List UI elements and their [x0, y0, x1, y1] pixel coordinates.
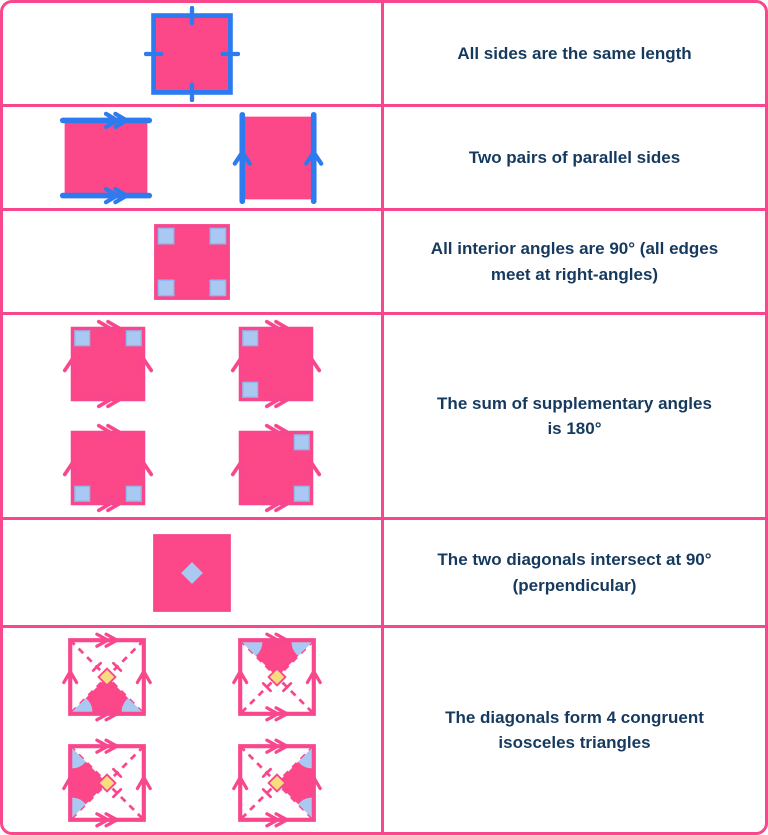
side-arrow-marks: [232, 632, 322, 722]
description-cell: All interior angles are 90° (all edges m…: [384, 211, 765, 312]
horizontal-parallel-sides-icon: [59, 111, 153, 204]
side-arrow-marks: [62, 738, 152, 828]
square-top-angle-pair-icon: [62, 319, 154, 409]
description-cell: The diagonals form 4 congruent isosceles…: [384, 628, 765, 832]
double-arrow-marks: [103, 111, 129, 204]
table-row: The diagonals form 4 congruent isosceles…: [3, 628, 765, 832]
angle-corner-markers: [74, 330, 142, 347]
diagram-cell: [3, 3, 384, 104]
parallel-sides-diagrams: [59, 111, 325, 205]
property-text: The sum of supplementary angles is 180°: [437, 393, 712, 439]
diagram-cell: [3, 628, 384, 832]
diagonal-tick-marks: [112, 767, 123, 799]
description-cell: Two pairs of parallel sides: [384, 107, 765, 208]
supplementary-angles-diagrams: [62, 318, 322, 514]
square-shape: [153, 533, 231, 612]
square-shape: [64, 119, 148, 196]
diagram-cell: [3, 107, 384, 208]
angle-corner-markers: [293, 434, 310, 502]
base-angle-markers: [70, 698, 144, 714]
base-angle-markers: [70, 746, 86, 820]
top-triangle-square-icon: [232, 632, 322, 722]
property-text: The two diagonals intersect at 90° (perp…: [437, 550, 712, 595]
diagram-cell: [3, 211, 384, 312]
bottom-triangle-square-icon: [62, 632, 152, 722]
right-angles-square-icon: [154, 223, 230, 300]
table-row: The sum of supplementary angles is 180°: [3, 315, 765, 520]
angle-corner-markers: [74, 485, 142, 502]
property-text: All sides are the same length: [457, 43, 692, 63]
side-arrow-marks: [62, 632, 152, 722]
square-left-angle-pair-icon: [230, 319, 322, 409]
description-cell: All sides are the same length: [384, 3, 765, 104]
left-triangle-square-icon: [62, 738, 152, 828]
description-cell: The sum of supplementary angles is 180°: [384, 315, 765, 517]
diagram-cell: [3, 315, 384, 517]
angle-corner-markers: [242, 330, 259, 398]
table-row: The two diagonals intersect at 90° (perp…: [3, 520, 765, 628]
side-arrow-marks: [62, 319, 154, 409]
diagonal-tick-marks: [261, 682, 293, 693]
equal-sides-square-icon: [144, 5, 240, 102]
center-diamond-marker: [267, 667, 287, 687]
center-diamond-marker: [267, 773, 287, 793]
table-row: Two pairs of parallel sides: [3, 107, 765, 211]
diagram-cell: [3, 520, 384, 625]
square-shape: [242, 116, 314, 199]
description-cell: The two diagonals intersect at 90° (perp…: [384, 520, 765, 625]
center-diamond-marker: [97, 773, 117, 793]
vertical-parallel-sides-icon: [232, 111, 324, 204]
side-arrow-marks: [232, 738, 322, 828]
perpendicular-diagonals-square-icon: [153, 533, 231, 612]
diagonal-tick-marks: [91, 661, 123, 672]
table-row: All sides are the same length: [3, 3, 765, 107]
square-shape: [151, 12, 233, 95]
property-text: The diagonals form 4 congruent isosceles…: [445, 707, 704, 753]
square-bottom-angle-pair-icon: [62, 423, 154, 513]
equal-side-tick-marks: [144, 5, 240, 102]
side-arrow-marks: [62, 423, 154, 513]
side-arrow-marks: [230, 423, 322, 513]
side-arrow-marks: [230, 319, 322, 409]
parallel-edge-lines: [59, 117, 153, 198]
center-diamond-marker: [97, 667, 117, 687]
base-angle-markers: [240, 640, 314, 656]
right-triangle-square-icon: [232, 738, 322, 828]
base-angle-markers: [298, 746, 314, 820]
property-text: Two pairs of parallel sides: [468, 147, 681, 167]
isosceles-triangle-diagrams: [61, 631, 323, 829]
parallel-edge-lines: [239, 111, 317, 204]
diagonal-tick-marks: [261, 767, 272, 799]
right-angle-corner-markers: [157, 227, 227, 296]
table-row: All interior angles are 90° (all edges m…: [3, 211, 765, 315]
property-text: All interior angles are 90° (all edges m…: [430, 239, 719, 284]
single-arrow-marks: [232, 149, 324, 166]
square-right-angle-pair-icon: [230, 423, 322, 513]
